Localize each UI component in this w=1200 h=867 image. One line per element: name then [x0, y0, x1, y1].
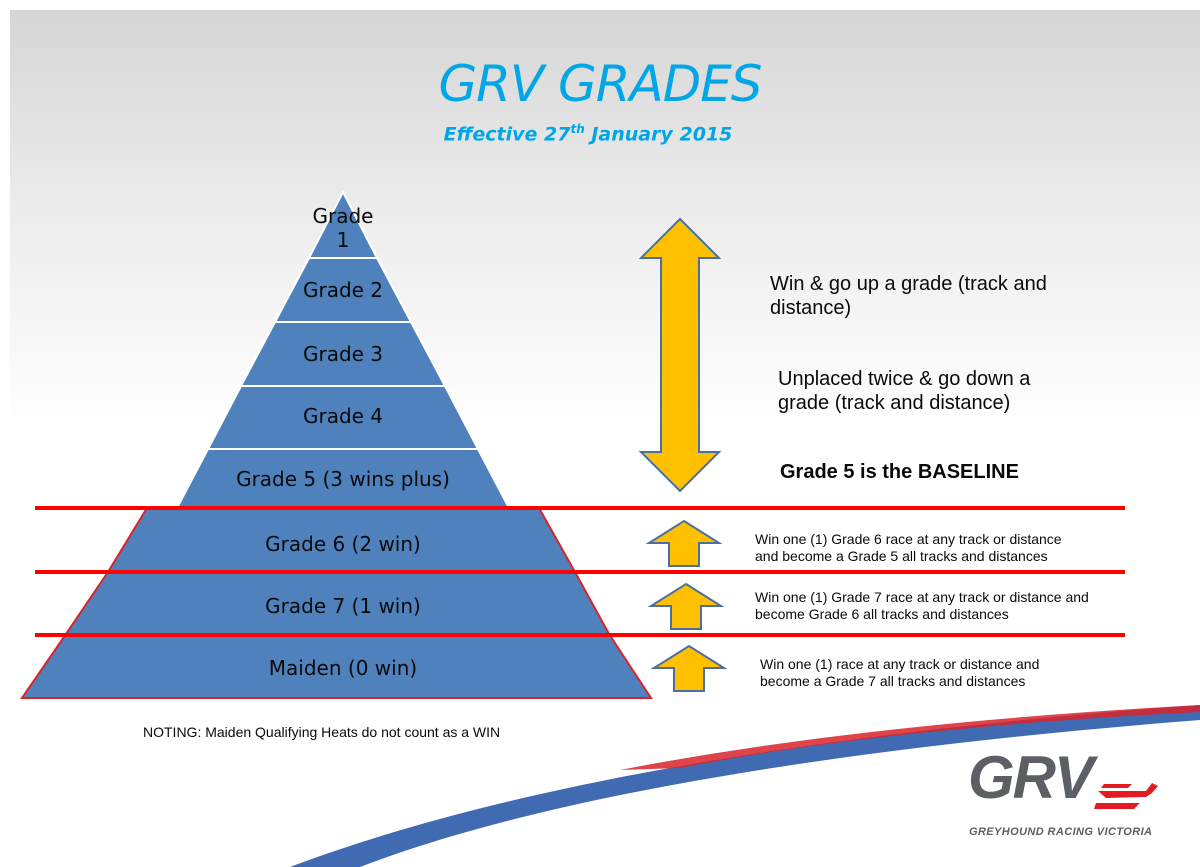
up-arrow-maiden	[650, 644, 728, 692]
greyhound-logo-icon	[1094, 783, 1158, 809]
page-subtitle: Effective 27th January 2015	[443, 122, 733, 146]
swoosh-red-decoration	[620, 705, 1200, 770]
label-grade-1: Grade 1	[312, 204, 374, 252]
label-grade-3: Grade 3	[302, 342, 384, 366]
baseline-note: Grade 5 is the BASELINE	[780, 461, 1019, 483]
label-grade-5: Grade 5 (3 wins plus)	[236, 467, 450, 491]
page-title: GRV GRADES	[438, 55, 762, 113]
up-arrow-grade-6	[645, 519, 723, 567]
label-maiden: Maiden (0 win)	[268, 656, 418, 680]
rule-grade-6: Win one (1) Grade 6 race at any track or…	[755, 531, 1062, 564]
label-grade-2: Grade 2	[302, 278, 384, 302]
footnote: NOTING: Maiden Qualifying Heats do not c…	[143, 724, 501, 740]
rule-grade-7: Win one (1) Grade 7 race at any track or…	[755, 589, 1089, 622]
label-grade-7: Grade 7 (1 win)	[265, 594, 421, 618]
rule-go-down: Unplaced twice & go down a grade (track …	[778, 368, 1031, 414]
grv-logo: GRV	[968, 744, 1094, 811]
label-grade-6: Grade 6 (2 win)	[265, 532, 421, 556]
up-down-arrow	[638, 217, 722, 493]
swoosh-decoration	[290, 705, 1200, 867]
rule-maiden: Win one (1) race at any track or distanc…	[760, 656, 1040, 689]
label-grade-4: Grade 4	[302, 404, 384, 428]
up-arrow-grade-7	[647, 582, 725, 630]
rule-go-up: Win & go up a grade (track and distance)	[770, 273, 1047, 319]
grv-logo-tagline: GREYHOUND RACING VICTORIA	[969, 826, 1153, 838]
